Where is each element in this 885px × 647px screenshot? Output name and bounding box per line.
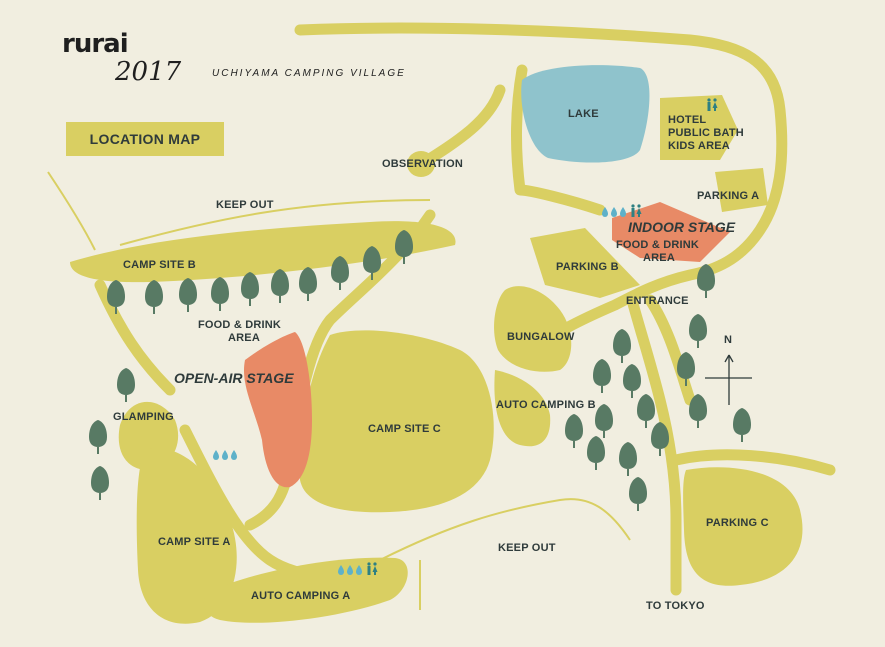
east-road: [644, 294, 696, 406]
central-diagonal-road: [244, 209, 436, 531]
indoor-stage: [612, 202, 730, 262]
kids-area-label: KIDS AREA: [668, 140, 730, 152]
outdoor-area-label: AREA: [228, 332, 260, 344]
camp-b-loop-road: [94, 279, 176, 396]
south-east-road: [670, 449, 836, 476]
map-labels: LAKE HOTEL PUBLIC BATH KIDS AREA OBSERVA…: [113, 108, 769, 612]
indoor-area-label: AREA: [643, 252, 675, 264]
indoor-food-drink-label: FOOD & DRINK: [616, 239, 699, 251]
camp-site-a-label: CAMP SITE A: [158, 536, 231, 548]
hotel-area: [660, 95, 738, 160]
bungalow-area: [494, 286, 572, 372]
public-bath-label: PUBLIC BATH: [668, 127, 744, 139]
thin-roads: [47, 171, 631, 610]
indoor-stage-label: INDOOR STAGE: [628, 219, 736, 235]
logo: rurai 2017 UCHIYAMA CAMPING VILLAGE: [62, 29, 406, 87]
lake-label: LAKE: [568, 108, 599, 120]
parking-b-label: PARKING B: [556, 261, 619, 273]
water-drop-icon: [213, 450, 237, 460]
lake-connector-road: [510, 64, 606, 216]
camp-site-b-area: [70, 221, 456, 283]
logo-wordmark: rurai: [62, 29, 128, 59]
location-map-title-box: LOCATION MAP: [66, 122, 224, 156]
observation-label: OBSERVATION: [382, 158, 463, 170]
auto-camping-b-area: [494, 370, 551, 447]
camp-site-a-area: [136, 448, 237, 624]
bungalow-label: BUNGALOW: [507, 331, 575, 343]
compass-icon: [705, 354, 752, 405]
logo-year: 2017: [114, 57, 182, 87]
parking-b-area: [530, 228, 640, 298]
north-loop-road: [294, 22, 788, 361]
to-tokyo-label: TO TOKYO: [646, 600, 705, 612]
parking-c-label: PARKING C: [706, 517, 769, 529]
parking-a-label: PARKING A: [697, 190, 759, 202]
glamping-label: GLAMPING: [113, 411, 174, 423]
observation-area: [407, 151, 435, 177]
camp-site-b-label: CAMP SITE B: [123, 259, 196, 271]
water-drop-icon: [602, 207, 626, 217]
observation-road: [414, 84, 506, 171]
parking-a-area: [715, 168, 768, 212]
entrance-label: ENTRANCE: [626, 295, 689, 307]
road-network: [94, 22, 836, 596]
auto-camping-b-label: AUTO CAMPING B: [496, 399, 596, 411]
logo-venue: UCHIYAMA CAMPING VILLAGE: [212, 68, 406, 79]
keep-out-bottom-label: KEEP OUT: [498, 542, 556, 554]
outdoor-food-drink-label: FOOD & DRINK: [198, 319, 281, 331]
keep-out-top-label: KEEP OUT: [216, 199, 274, 211]
parking-c-area: [683, 467, 803, 586]
open-air-stage-label: OPEN-AIR STAGE: [174, 370, 294, 386]
camp-site-c-area: [300, 330, 494, 513]
lake: [521, 65, 650, 163]
entrance-road: [626, 294, 682, 596]
open-air-stage: [243, 332, 312, 488]
hotel-label: HOTEL: [668, 114, 706, 126]
north-label: N: [724, 334, 732, 346]
auto-camping-a-label: AUTO CAMPING A: [251, 590, 350, 602]
camp-site-c-label: CAMP SITE C: [368, 423, 441, 435]
page-title: LOCATION MAP: [89, 131, 201, 147]
water-drop-icon: [338, 565, 362, 575]
